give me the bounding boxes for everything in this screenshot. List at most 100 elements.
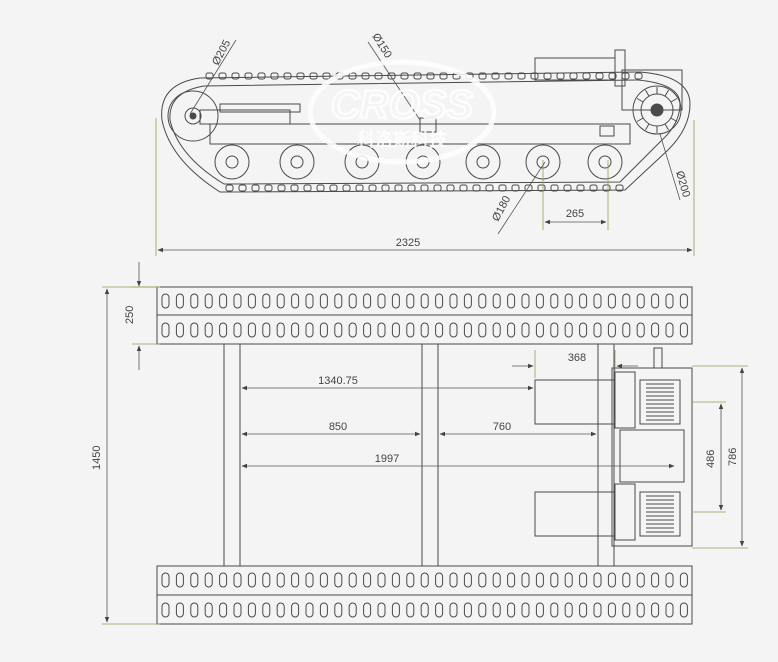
- track-lug: [406, 293, 415, 309]
- track-lug: [363, 572, 372, 588]
- track-lug: [550, 572, 559, 588]
- track-lugs-side: [205, 72, 643, 192]
- road-roller-hub: [225, 155, 239, 169]
- track-lug: [363, 602, 372, 618]
- track-lug: [319, 602, 328, 618]
- track-lug: [161, 293, 170, 309]
- track-lug: [593, 293, 602, 309]
- track-lug: [439, 72, 448, 80]
- road-rollers: [214, 144, 623, 180]
- track-lug: [636, 602, 645, 618]
- track-lug: [651, 602, 660, 618]
- track-lug: [262, 293, 271, 309]
- track-lug: [463, 572, 472, 588]
- dim-368: 368: [568, 352, 586, 364]
- track-lug: [270, 72, 279, 80]
- track-lug: [368, 184, 377, 192]
- track-lug: [348, 572, 357, 588]
- upper-track-lugs: [161, 293, 688, 338]
- track-lug: [491, 72, 500, 80]
- sprocket-tooth: [645, 123, 650, 131]
- track-lug: [305, 602, 314, 618]
- track-lug: [521, 293, 530, 309]
- track-lug: [377, 602, 386, 618]
- track-lug: [435, 322, 444, 338]
- track-lug: [244, 72, 253, 80]
- rear-frame-inner: [619, 429, 685, 483]
- track-lug: [607, 572, 616, 588]
- dim-486: 486: [705, 450, 717, 468]
- track-lug: [406, 572, 415, 588]
- track-lug: [283, 72, 292, 80]
- track-lug: [348, 72, 357, 80]
- track-lug: [291, 602, 300, 618]
- track-lug: [225, 184, 234, 192]
- track-lug: [579, 293, 588, 309]
- watermark-logo: CROSS 科洛斯科技: [307, 59, 497, 165]
- track-lug: [602, 184, 611, 192]
- track-lug: [391, 602, 400, 618]
- track-lug: [622, 572, 631, 588]
- track-lug: [582, 72, 591, 80]
- track-lug: [205, 72, 214, 80]
- track-lug: [463, 293, 472, 309]
- idler-wheel: [167, 90, 219, 142]
- track-lug: [420, 572, 429, 588]
- track-lug: [564, 293, 573, 309]
- track-lug: [348, 602, 357, 618]
- dim-1340: 1340.75: [318, 375, 358, 387]
- track-lug: [607, 602, 616, 618]
- road-roller-hub: [476, 155, 490, 169]
- track-lug: [219, 322, 228, 338]
- track-lug: [615, 184, 624, 192]
- track-lug: [498, 184, 507, 192]
- track-lug: [579, 602, 588, 618]
- dim-850: 850: [329, 421, 347, 433]
- track-lug: [524, 184, 533, 192]
- cross-beam-left: [223, 343, 241, 567]
- dim-overall-width: 1450: [91, 446, 103, 470]
- track-lug: [521, 572, 530, 588]
- track-lug: [305, 322, 314, 338]
- track-lug: [329, 184, 338, 192]
- sprocket-tooth: [670, 98, 678, 103]
- dim-sprocket-diameter: Ø200: [673, 170, 692, 199]
- track-lug: [472, 184, 481, 192]
- track-lug: [175, 322, 184, 338]
- track-lug: [593, 572, 602, 588]
- track-lug: [377, 322, 386, 338]
- track-lug: [394, 184, 403, 192]
- track-lug: [342, 184, 351, 192]
- track-lug: [579, 322, 588, 338]
- sprocket-tooth: [636, 117, 644, 122]
- track-lug: [231, 72, 240, 80]
- track-lug: [550, 293, 559, 309]
- track-lug: [316, 184, 325, 192]
- track-lug: [219, 572, 228, 588]
- track-lug: [636, 322, 645, 338]
- motor-lower: [534, 491, 616, 537]
- track-lug: [319, 572, 328, 588]
- track-lug: [322, 72, 331, 80]
- sprocket-teeth: [634, 87, 680, 133]
- track-lug: [406, 602, 415, 618]
- track-lug: [319, 322, 328, 338]
- track-lug: [391, 572, 400, 588]
- drive-sprocket: [632, 85, 682, 135]
- track-lug: [679, 322, 688, 338]
- track-lug: [334, 293, 343, 309]
- track-lug: [665, 293, 674, 309]
- track-lug: [264, 184, 273, 192]
- track-lug: [247, 293, 256, 309]
- track-lug: [374, 72, 383, 80]
- track-lug: [420, 293, 429, 309]
- track-lug: [262, 322, 271, 338]
- track-belt-inner: [169, 79, 681, 185]
- track-lug: [564, 572, 573, 588]
- track-lug: [665, 602, 674, 618]
- track-lug: [569, 72, 578, 80]
- track-lug: [435, 293, 444, 309]
- track-lug: [204, 293, 213, 309]
- track-lug: [377, 293, 386, 309]
